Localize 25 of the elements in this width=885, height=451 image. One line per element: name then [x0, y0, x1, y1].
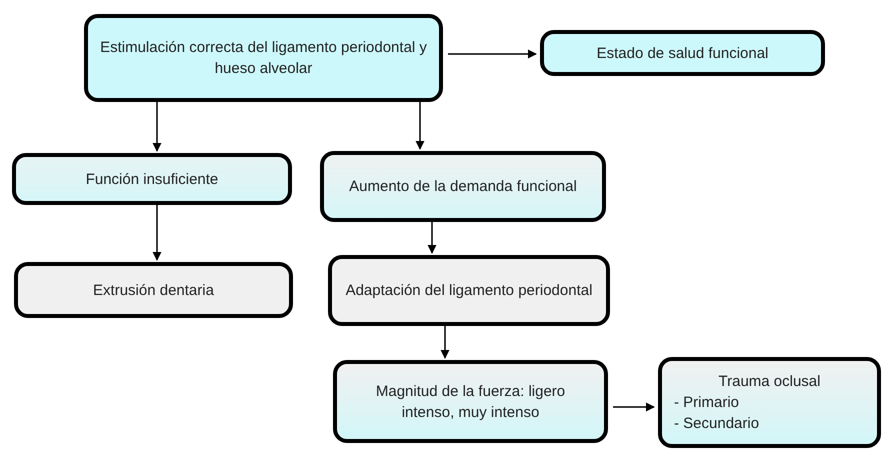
arrow [440, 326, 450, 359]
process-box [320, 151, 606, 222]
box-text: Aumento de la demanda funcional [349, 177, 577, 197]
box-text: Trauma oclusal [718, 372, 820, 392]
box-text: Estimulación correcta del ligamento periodontal y hueso alveolar [100, 38, 427, 79]
box-text: Magnitud de la fuerza: ligero intenso, muy intenso [374, 382, 566, 422]
box-text: Función insuficiente [86, 170, 218, 190]
process-box [333, 360, 608, 443]
arrow [416, 102, 424, 150]
box-text: Estado de salud funcional [596, 44, 768, 64]
box-text: - Secundario [674, 414, 760, 434]
arrow [152, 205, 162, 261]
process-box [84, 14, 443, 102]
process-box [540, 30, 825, 76]
box-text: Extrusión dentaria [93, 280, 214, 300]
arrow [448, 50, 537, 58]
box-text: Adaptación del ligamento periodontal [346, 281, 592, 301]
box-text: - Primario [674, 393, 740, 413]
arrow [428, 222, 436, 254]
process-box [328, 255, 610, 326]
process-box [14, 262, 293, 318]
process-box [12, 153, 292, 205]
process-box [658, 357, 881, 448]
arrow [613, 402, 655, 412]
arrow [152, 102, 162, 152]
